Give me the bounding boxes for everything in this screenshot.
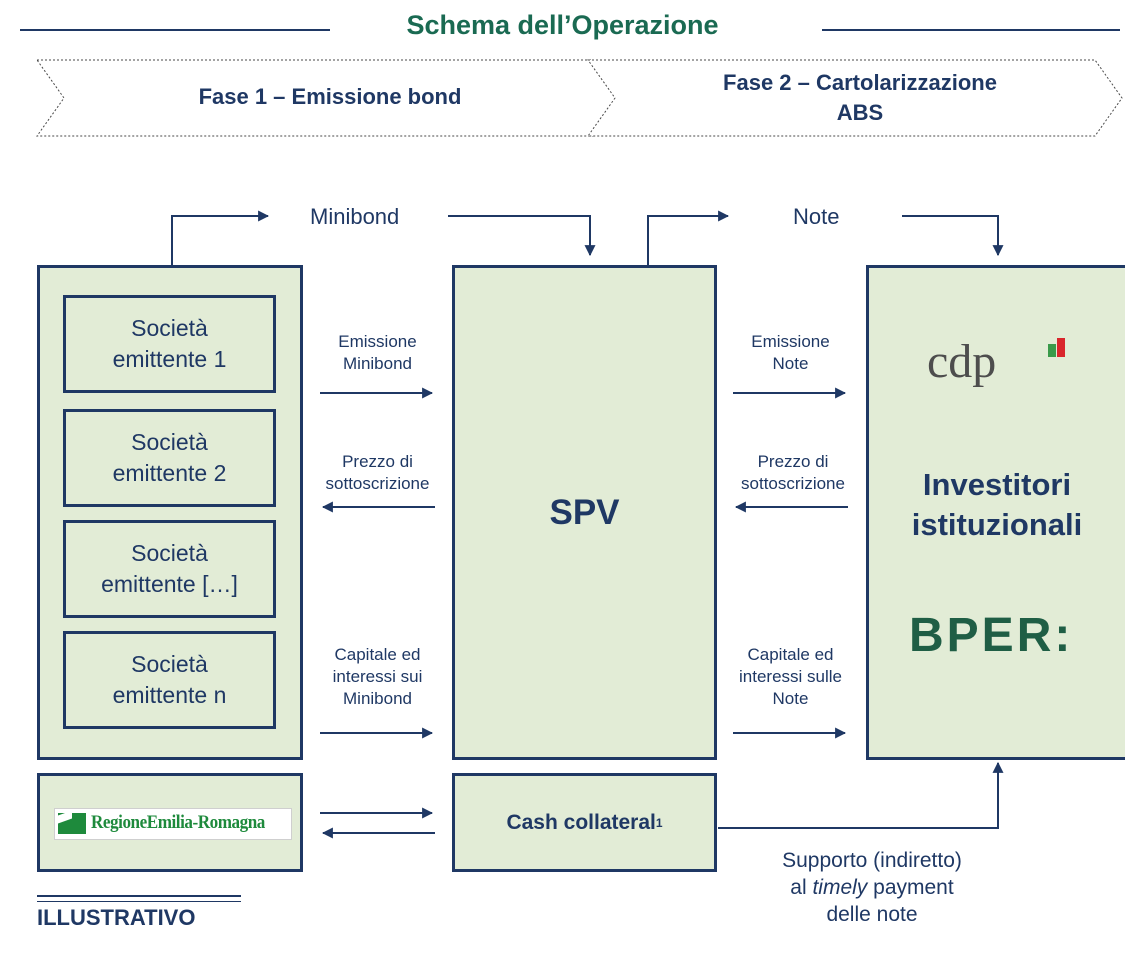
investors-box: cdp Investitori istituzionali BPER:: [866, 265, 1125, 760]
region-logo: RegioneEmilia-Romagna: [54, 808, 292, 840]
right-capital-label: Capitale ed interessi sulle Note: [739, 645, 842, 708]
note-arrow-out: [647, 210, 730, 265]
cdp-flag-green: [1048, 344, 1056, 357]
issuer-1: Società emittente 1: [63, 295, 276, 393]
support-line-2-post: payment: [867, 876, 954, 899]
phase-2-label: Fase 2 – Cartolarizzazione ABS: [723, 70, 997, 125]
right-price-label: Prezzo di sottoscrizione: [741, 452, 845, 493]
left-emission-label: Emissione Minibond: [338, 332, 417, 373]
note-label: Note: [793, 204, 840, 229]
support-line-2-em: timely: [812, 876, 868, 899]
right-emission-label: Emissione Note: [751, 332, 830, 373]
collateral-support-arrow: [718, 761, 1004, 829]
illustrative-label: ILLUSTRATIVO: [37, 905, 196, 930]
investors-title: Investitori istituzionali: [911, 467, 1083, 542]
illustrative-rule: [37, 895, 241, 902]
left-price-label: Prezzo di sottoscrizione: [325, 452, 430, 493]
support-text: Supporto (indiretto) al timely payment d…: [727, 847, 1017, 928]
issuer-n: Società emittente n: [63, 631, 276, 729]
note-arrow-in: [902, 215, 1004, 257]
bper-logo: BPER:: [909, 609, 1074, 662]
title-rule-left: [20, 29, 330, 31]
phase-1-label: Fase 1 – Emissione bond: [198, 84, 462, 109]
page-title: Schema dell’Operazione: [406, 10, 719, 40]
cash-collateral-label: Cash collateral: [506, 810, 656, 834]
support-line-2-pre: al: [790, 876, 813, 899]
cdp-flag-red: [1057, 338, 1065, 357]
title-rule-right: [822, 29, 1120, 31]
spv-label: SPV: [549, 492, 620, 532]
support-line-3: delle note: [826, 903, 918, 926]
cdp-logo: cdp: [927, 336, 996, 388]
cdp-logo-text: cdp: [927, 335, 997, 388]
spv-box: SPV: [452, 265, 717, 760]
issuer-ellipsis: Società emittente […]: [63, 520, 276, 618]
region-logo-text: RegioneEmilia-Romagna: [91, 812, 265, 833]
minibond-label: Minibond: [310, 204, 400, 229]
issuer-2: Società emittente 2: [63, 409, 276, 507]
left-capital-label: Capitale ed interessi sui Minibond: [332, 645, 423, 708]
support-line-2: al timely payment: [727, 874, 1017, 901]
minibond-arrow-out: [171, 210, 270, 265]
cash-collateral-footnote: 1: [655, 815, 663, 830]
minibond-arrow-in: [448, 215, 596, 257]
region-box: RegioneEmilia-Romagna: [37, 773, 303, 872]
support-line-1: Supporto (indiretto): [782, 849, 962, 872]
phase-2-chevron: [587, 59, 1123, 137]
